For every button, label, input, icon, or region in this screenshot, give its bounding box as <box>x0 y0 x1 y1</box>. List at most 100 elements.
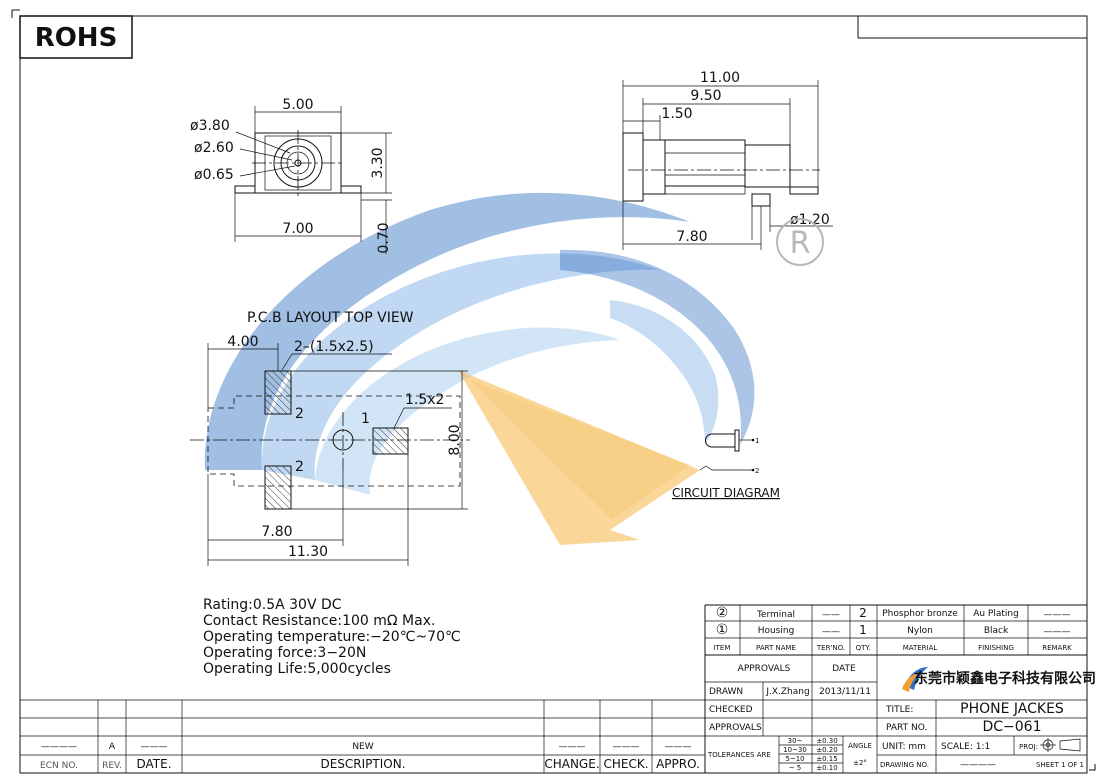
bom-h-qty: QTY. <box>856 644 871 652</box>
tb-angle: ±2° <box>853 759 867 767</box>
rev-h-date: DATE. <box>136 757 171 771</box>
projection-icon <box>1040 738 1081 752</box>
tb-drawn-by: J.X.Zhang <box>765 687 809 697</box>
tol-range-2: 5~10 <box>785 755 804 763</box>
bom-table: ② Terminal —— 2 Phosphor bronze Au Plati… <box>704 604 1087 773</box>
rev-appro: ——— <box>665 742 692 752</box>
spec-line-4: Operating Life:5,000cycles <box>203 661 391 677</box>
sheet-frame <box>11 9 1096 774</box>
rev-h-rev: REV. <box>102 761 122 771</box>
dim-d1-20: ø1.20 <box>790 212 830 228</box>
registered-mark: R <box>790 226 811 261</box>
pcb-title: P.C.B LAYOUT TOP VIEW <box>247 310 414 326</box>
tol-value-1: ±0.20 <box>816 746 837 754</box>
circuit-title: CIRCUIT DIAGRAM <box>672 486 780 500</box>
dim-1-50: 1.50 <box>661 106 692 122</box>
front-view: 5.00 ø3.80 ø2.60 ø0.65 3.30 0.70 7.00 <box>190 97 392 254</box>
bom-r2-name: Terminal <box>756 610 795 620</box>
tol-value-3: ±0.10 <box>816 764 837 772</box>
dim-0-70: 0.70 <box>376 222 392 253</box>
bom-h-material: MATERIAL <box>903 644 938 652</box>
tb-title: PHONE JACKES <box>960 701 1064 717</box>
dim-3-30: 3.30 <box>370 147 386 178</box>
rohs-badge: ROHS <box>19 15 133 59</box>
tb-part-no: DC−061 <box>982 719 1041 735</box>
tb-drawn-date: 2013/11/11 <box>819 687 871 697</box>
tb-scale: SCALE: 1:1 <box>941 742 990 752</box>
tol-range-1: 10~30 <box>783 746 807 754</box>
bom-r2-remark: ——— <box>1044 610 1071 620</box>
tb-title-label: TITLE: <box>885 705 913 715</box>
bom-r1-remark: ——— <box>1044 627 1071 637</box>
rev-date: ——— <box>141 742 168 752</box>
side-view: 11.00 9.50 1.50 ø1.20 7.80 R <box>622 70 833 266</box>
title-block: APPROVALS DATE 东莞市颖鑫电子科技有限公司 DRAWN J.X.Z… <box>705 655 1096 773</box>
tol-value-0: ±0.30 <box>816 737 837 745</box>
bom-r2-item: ② <box>716 605 729 621</box>
dim-d0-65: ø0.65 <box>194 167 234 183</box>
dim-11-30: 11.30 <box>288 544 328 560</box>
company-name: 东莞市颖鑫电子科技有限公司 <box>914 670 1096 687</box>
tb-drawing-no: DRAWING NO. <box>880 761 929 769</box>
dim-4-00: 4.00 <box>227 334 258 350</box>
bom-h-item: ITEM <box>714 644 731 652</box>
tol-range-3: ~ 5 <box>789 764 802 772</box>
bom-h-finishing: FINISHING <box>978 644 1014 652</box>
dim-7-80-side: 7.80 <box>676 229 707 245</box>
dim-8-00: 8.00 <box>447 424 463 455</box>
circuit-pin-1: 1 <box>755 437 759 445</box>
bom-r1-finishing: Black <box>984 626 1009 636</box>
tol-value-2: ±0.15 <box>816 755 837 763</box>
spec-line-0: Rating:0.5A 30V DC <box>203 597 342 613</box>
pcb-layout: P.C.B LAYOUT TOP VIEW 2 2 1 4.00 2–(1.5x… <box>190 310 470 566</box>
tb-tolerances: TOLERANCES ARE <box>707 751 771 759</box>
dim-pads-2: 2–(1.5x2.5) <box>294 339 374 355</box>
dim-d2-60: ø2.60 <box>194 140 234 156</box>
rev-h-change: CHANGE. <box>544 757 599 771</box>
bom-h-ter: TER'NO. <box>816 644 845 652</box>
bom-r1-item: ① <box>716 622 729 638</box>
spec-line-3: Operating force:3−20N <box>203 645 366 661</box>
bom-h-remark: REMARK <box>1042 644 1072 652</box>
bom-h-name: PART NAME <box>756 644 796 652</box>
circuit-diagram: 1 2 CIRCUIT DIAGRAM <box>672 429 780 500</box>
tb-angle-label: ANGLE <box>848 742 872 750</box>
bom-r1-ter: —— <box>822 627 840 637</box>
rev-desc: NEW <box>352 742 373 752</box>
tb-proj: PROJ: <box>1019 743 1038 751</box>
tb-approvals: APPROVALS <box>738 664 791 674</box>
bom-r2-ter: —— <box>822 610 840 620</box>
rev-rev: A <box>109 742 116 752</box>
rev-h-ecn: ECN NO. <box>40 761 78 771</box>
tb-sheet: SHEET 1 OF 1 <box>1036 761 1084 769</box>
pcb-label-1: 1 <box>361 411 370 427</box>
rev-check: ——— <box>613 742 640 752</box>
pcb-label-2a: 2 <box>295 406 304 422</box>
tb-approvals2: APPROVALS <box>709 723 762 733</box>
tb-unit: UNIT: mm <box>882 742 926 752</box>
bom-r1-name: Housing <box>758 626 795 636</box>
dim-5-00: 5.00 <box>282 97 313 113</box>
tb-drawing-no-value: ———— <box>960 760 996 770</box>
spec-line-2: Operating temperature:−20℃~70℃ <box>203 629 461 645</box>
bom-r1-material: Nylon <box>907 626 933 636</box>
bom-r2-finishing: Au Plating <box>973 609 1019 619</box>
dim-11-00: 11.00 <box>700 70 740 86</box>
rev-change: ——— <box>559 742 586 752</box>
dim-9-50: 9.50 <box>690 88 721 104</box>
tb-checked: CHECKED <box>709 705 753 715</box>
rev-ecn: ———— <box>41 742 77 752</box>
specs-block: Rating:0.5A 30V DC Contact Resistance:10… <box>203 597 461 677</box>
circuit-pin-2: 2 <box>755 467 759 475</box>
rev-h-appro: APPRO. <box>656 757 700 771</box>
pcb-label-2b: 2 <box>295 459 304 475</box>
revision-block: ———— A ——— NEW ——— ——— ——— ECN NO. REV. … <box>20 699 705 773</box>
rev-h-check: CHECK. <box>603 757 648 771</box>
tol-range-0: 30~ <box>788 737 803 745</box>
tb-date: DATE <box>832 664 856 674</box>
tb-drawn: DRAWN <box>709 687 743 697</box>
dim-pad-1: 1.5x2 <box>405 392 444 408</box>
rev-h-desc: DESCRIPTION. <box>320 757 405 771</box>
dim-7-00: 7.00 <box>282 221 313 237</box>
